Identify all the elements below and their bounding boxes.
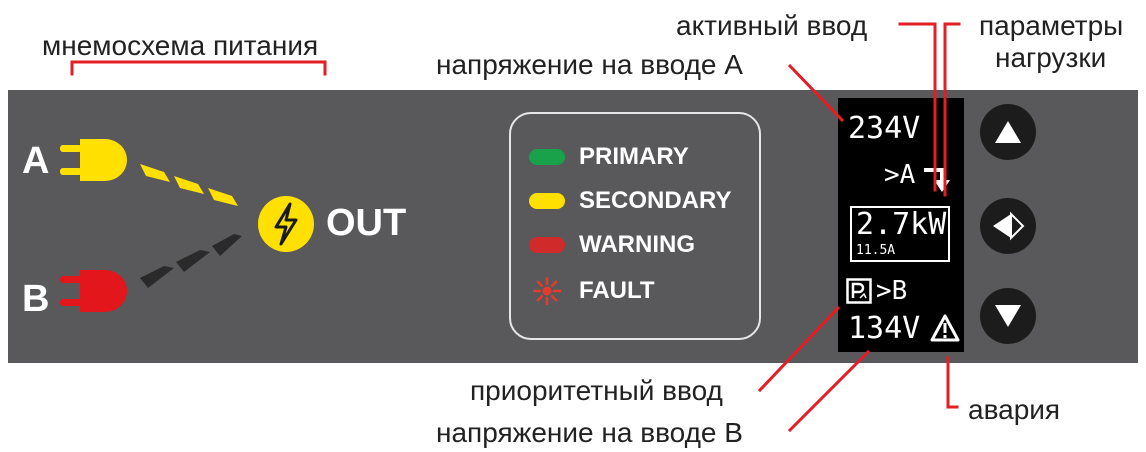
annotation-voltage-a: напряжение на вводе A [436,49,743,80]
leader-voltage-b [787,349,871,433]
device-front-panel: A B OUT PRIMARY [8,90,1138,363]
leader-alarm [946,356,959,409]
warning-led [529,237,565,253]
legend-label: WARNING [579,231,695,258]
annotation-load-params-line2: нагрузки [995,42,1107,73]
inactive-flow-arrows [140,234,242,288]
enter-icon [993,211,1025,241]
secondary-led [529,193,565,209]
priority-icon [846,278,872,304]
enter-button[interactable] [980,198,1036,254]
down-button[interactable] [980,288,1036,344]
lcd-display: 234V >A 2.7kW 11.5A >B 134V [838,98,964,352]
primary-led [529,149,565,165]
alarm-warning-icon [930,314,960,342]
priority-input-value: >B [876,276,908,306]
legend-label: SECONDARY [579,187,732,214]
lightning-icon [258,196,314,252]
input-b-label: B [22,278,50,320]
leader-load-params [943,22,961,197]
legend-item-warning: WARNING [529,230,695,260]
annotation-priority-input: приоритетный ввод [470,375,723,406]
input-a-label: A [22,140,50,182]
annotation-alarm: авария [968,394,1061,425]
plug-b-icon [60,270,127,312]
annotation-load-params-line1: параметры [979,10,1124,41]
bracket-power-mimic [70,60,327,76]
status-legend: PRIMARY SECONDARY WARNING [509,112,761,340]
load-power-value: 2.7kW [856,207,947,242]
load-parameters-box: 2.7kW 11.5A [850,206,950,262]
leader-voltage-a [787,63,845,123]
leader-priority-input [757,305,841,393]
legend-item-fault: FAULT [529,276,655,306]
legend-label: PRIMARY [579,143,689,170]
fault-burst-icon [529,277,565,305]
output-label: OUT [326,202,407,244]
load-current-value: 11.5A [856,243,896,258]
annotation-active-input: активный ввод [676,10,868,41]
legend-label: FAULT [579,277,655,304]
leader-active-input [898,22,937,192]
active-input-value: >A [884,160,916,190]
plug-a-icon [60,139,127,181]
active-flow-arrows [140,164,238,206]
down-icon [995,305,1021,327]
legend-item-secondary: SECONDARY [529,186,731,216]
annotation-power-mimic: мнемосхема питания [42,30,319,61]
up-button[interactable] [980,104,1036,160]
legend-item-primary: PRIMARY [529,142,689,172]
up-icon [995,121,1021,143]
annotation-voltage-b: напряжение на вводе B [436,417,743,448]
voltage-a-value: 234V [848,111,921,146]
voltage-b-value: 134V [848,311,921,346]
